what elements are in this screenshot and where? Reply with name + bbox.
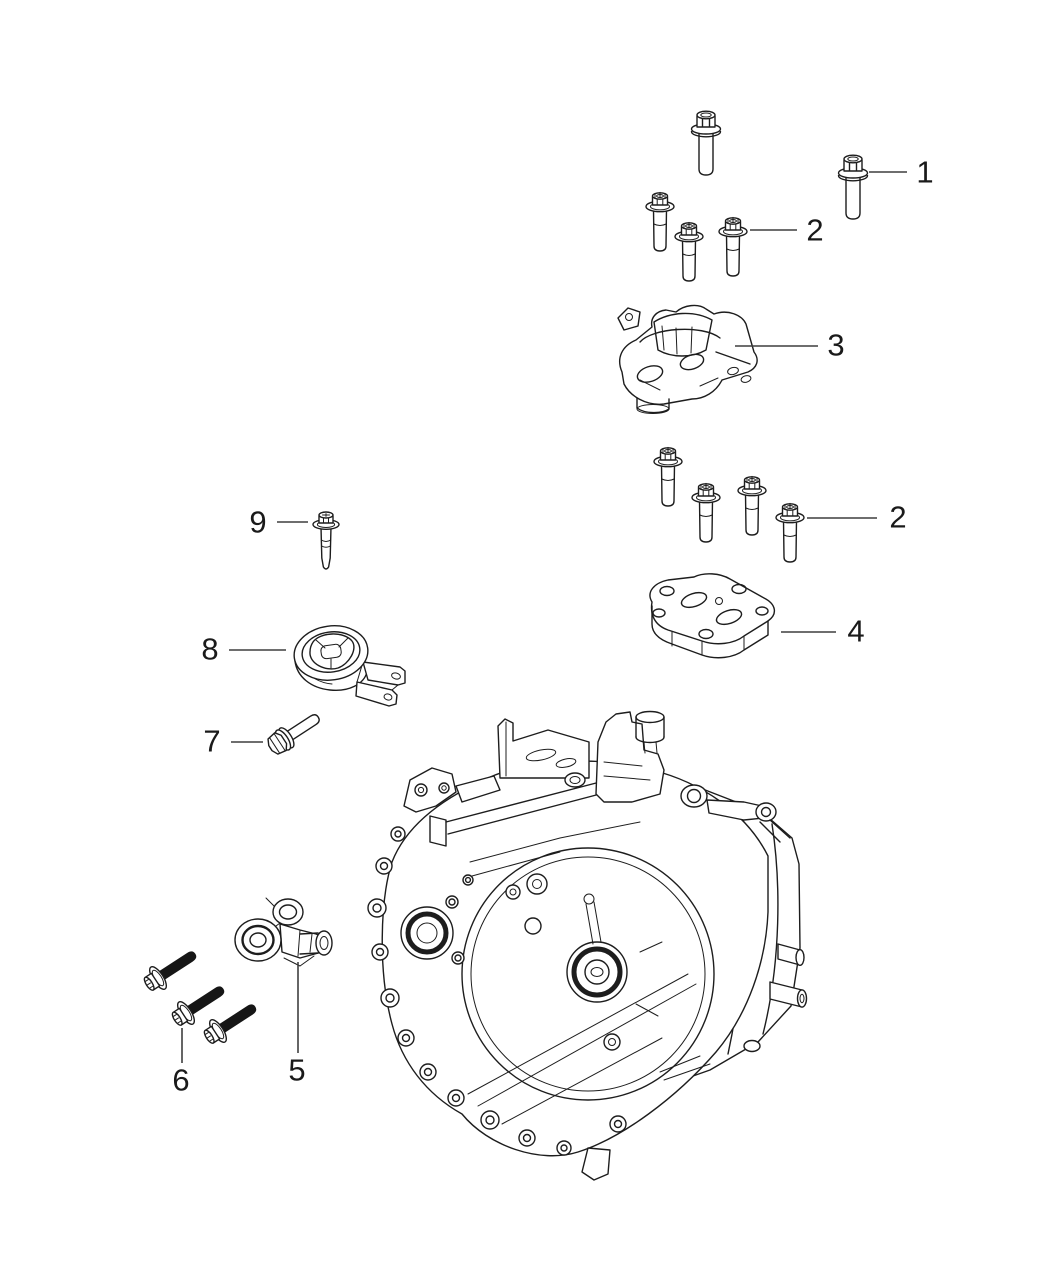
transmission-mount-drawing	[617, 304, 758, 414]
mount-bolt-set-upper-drawing	[645, 191, 748, 282]
bracket-bolt-set-drawing	[138, 942, 263, 1050]
torque-strut-upper-bolt-drawing	[312, 511, 340, 570]
flange-bosses	[367, 795, 627, 1156]
hex-flange-bolt-top-drawing	[690, 110, 722, 176]
torque-strut-through-bolt-drawing	[263, 706, 326, 759]
adapter-plate-drawing	[649, 573, 775, 659]
hex-flange-bolt-drawing	[837, 154, 869, 220]
transmission-drawing	[367, 710, 808, 1181]
mount-bolt-set-lower-drawing	[653, 446, 805, 563]
torque-strut-mount-drawing	[293, 625, 406, 707]
mount-bracket-drawing	[234, 897, 333, 967]
leader-lines	[181, 171, 907, 1063]
